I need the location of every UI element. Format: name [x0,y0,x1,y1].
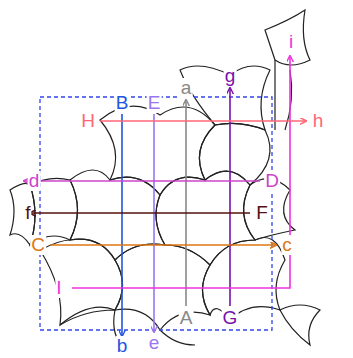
arrow-label: C [30,235,46,255]
arrow-label: c [281,235,293,255]
arrow-label: I [55,278,62,298]
arrow-label: D [264,171,280,191]
arrow-label: a [180,78,193,98]
arrow-label: B [115,93,130,113]
arrow-label: f [24,203,31,223]
arrow-label: g [224,66,237,86]
arrow-label: H [80,111,96,131]
arrow-label: i [288,32,294,52]
arrows [24,56,306,336]
arrow-label: E [147,93,162,113]
arrow-label: d [28,171,41,191]
arrow-label: b [116,336,129,356]
arrow-label: F [255,203,269,223]
arrow-label: e [148,333,161,353]
arrow-label: A [179,308,194,328]
arrow-label: G [222,308,239,328]
arrow-label: h [312,111,325,131]
tile-outlines [10,10,320,350]
